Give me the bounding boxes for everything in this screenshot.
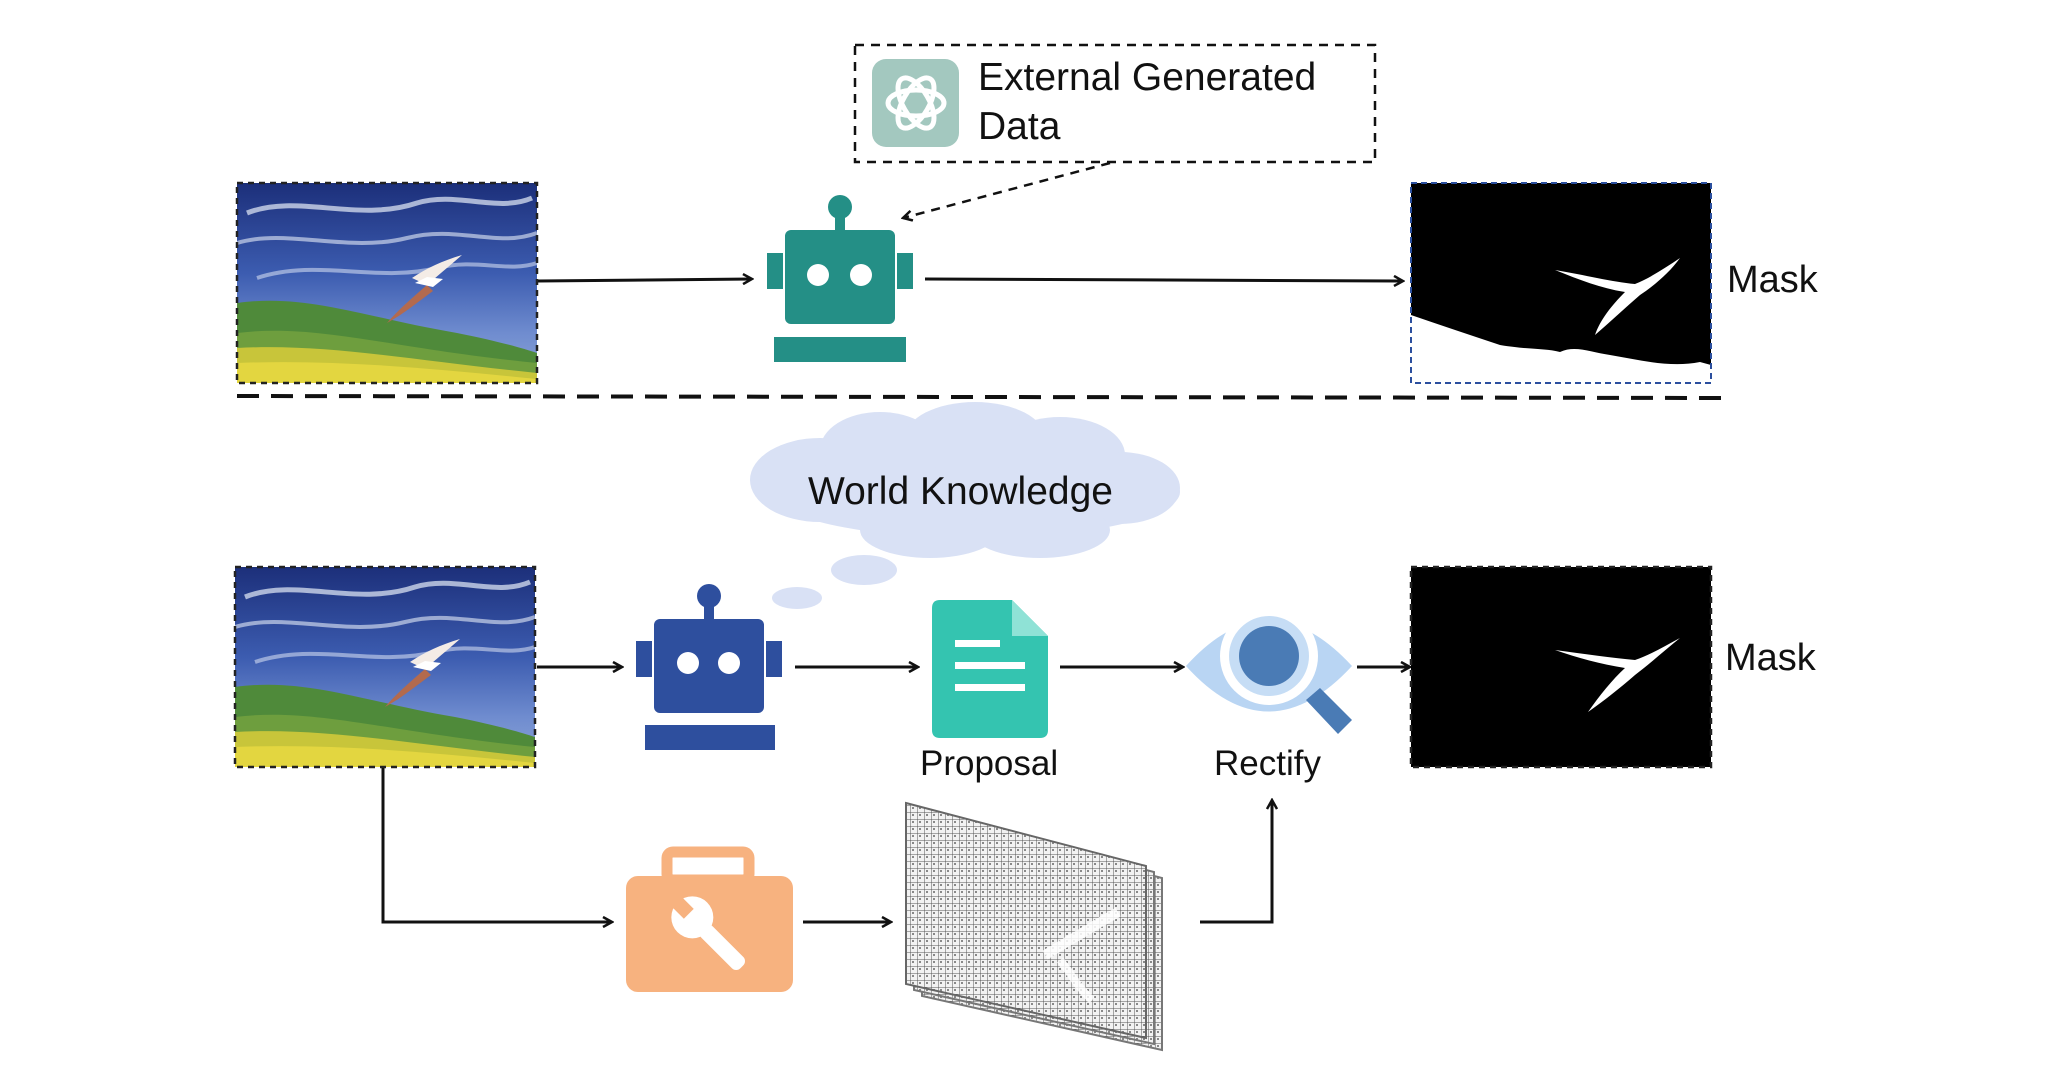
proposal-label: Proposal [920, 744, 1059, 783]
row-divider [236, 394, 1731, 400]
top-input-photo [237, 183, 537, 383]
arrow-photo-to-toolbox [381, 768, 612, 922]
openai-logo-icon [872, 59, 959, 147]
external-data-box [853, 43, 1377, 164]
rectify-label: Rectify [1214, 744, 1321, 783]
arrow-photo-to-robot-top [537, 279, 752, 281]
world-knowledge-label: World Knowledge [808, 470, 1113, 513]
external-data-label-line1: External Generated [978, 56, 1317, 99]
robot-icon-bottom [636, 584, 782, 750]
bottom-input-photo [235, 567, 535, 767]
eye-magnifier-icon [1186, 607, 1352, 734]
top-mask-label: Mask [1727, 259, 1819, 301]
world-knowledge-cloud [750, 402, 1180, 609]
top-output-mask [1410, 182, 1712, 384]
feature-map-icon [905, 801, 1163, 1052]
external-data-label-line2: Data [978, 105, 1061, 148]
bottom-output-mask [1409, 565, 1713, 769]
arrow-robot-to-mask-top [924, 279, 1403, 281]
robot-icon-top [767, 195, 913, 362]
bottom-mask-label: Mask [1725, 637, 1817, 679]
dashed-arrow-external-to-robot [903, 161, 1111, 218]
document-icon [932, 600, 1048, 738]
toolbox-icon [626, 846, 793, 992]
arrow-features-to-rectify [1200, 800, 1272, 924]
